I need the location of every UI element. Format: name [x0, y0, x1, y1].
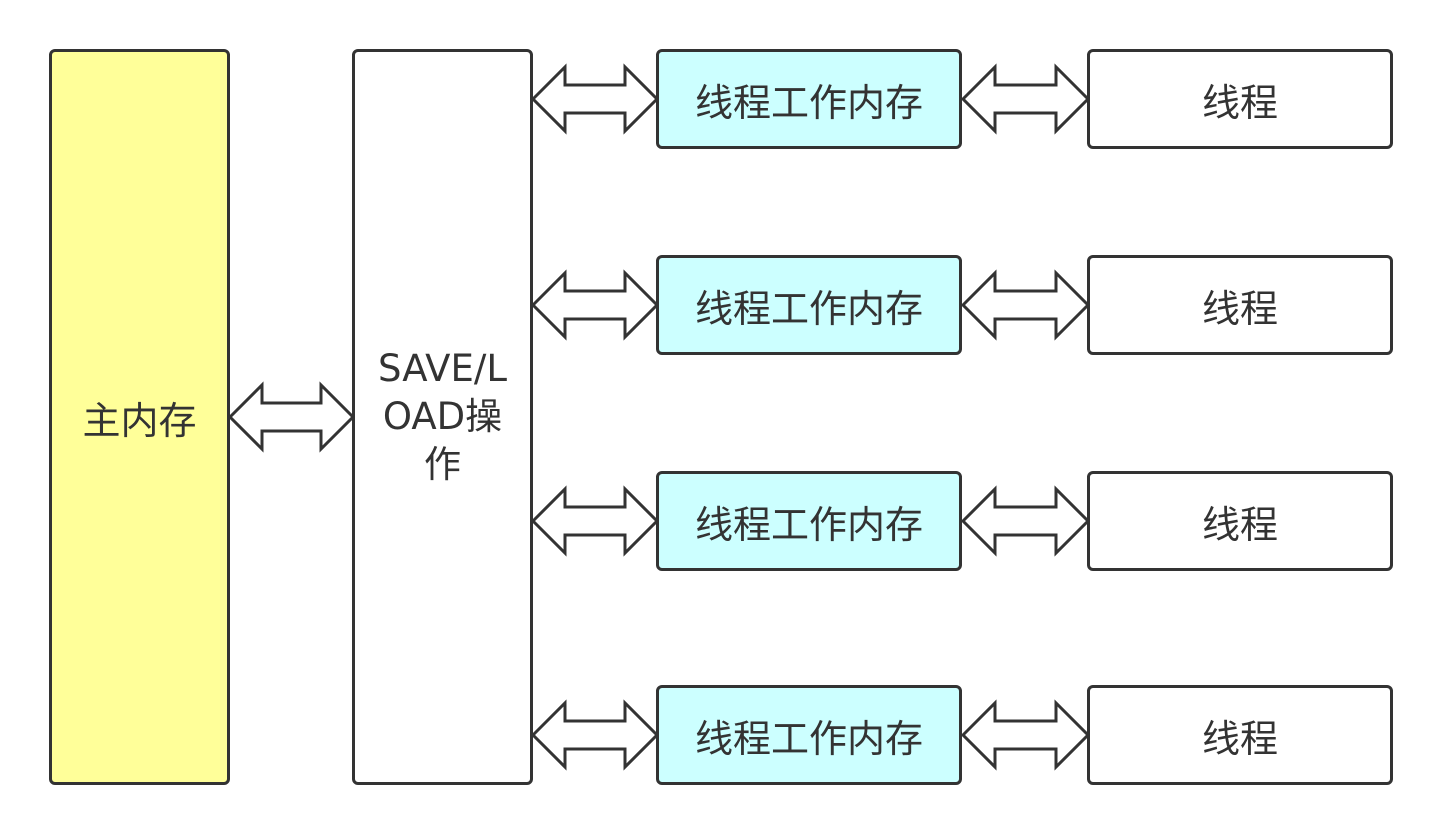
- thread-label: 线程: [1201, 716, 1278, 761]
- thread-box: 线程: [1087, 471, 1393, 571]
- main-memory-box: 主内存: [49, 49, 230, 785]
- double-arrow-saveload-workmem: [530, 699, 660, 771]
- double-arrow-workmem-thread: [960, 269, 1091, 341]
- work-memory-box: 线程工作内存: [656, 255, 962, 355]
- save-load-label: SAVE/LOAD操作: [378, 347, 507, 486]
- thread-box: 线程: [1087, 685, 1393, 785]
- work-memory-label: 线程工作内存: [694, 502, 923, 547]
- thread-label: 线程: [1201, 502, 1278, 547]
- thread-label: 线程: [1201, 286, 1278, 331]
- thread-box: 线程: [1087, 255, 1393, 355]
- double-arrow-workmem-thread: [960, 485, 1091, 557]
- thread-box: 线程: [1087, 49, 1393, 149]
- work-memory-box: 线程工作内存: [656, 471, 962, 571]
- work-memory-label: 线程工作内存: [694, 80, 923, 125]
- work-memory-label: 线程工作内存: [694, 286, 923, 331]
- double-arrow-main-saveload: [227, 381, 356, 453]
- double-arrow-saveload-workmem: [530, 485, 660, 557]
- work-memory-box: 线程工作内存: [656, 685, 962, 785]
- work-memory-box: 线程工作内存: [656, 49, 962, 149]
- save-load-box: SAVE/LOAD操作: [352, 49, 533, 785]
- thread-label: 线程: [1201, 80, 1278, 125]
- double-arrow-saveload-workmem: [530, 63, 660, 135]
- work-memory-label: 线程工作内存: [694, 716, 923, 761]
- double-arrow-workmem-thread: [960, 63, 1091, 135]
- double-arrow-saveload-workmem: [530, 269, 660, 341]
- main-memory-label: 主内存: [82, 398, 197, 443]
- double-arrow-workmem-thread: [960, 699, 1091, 771]
